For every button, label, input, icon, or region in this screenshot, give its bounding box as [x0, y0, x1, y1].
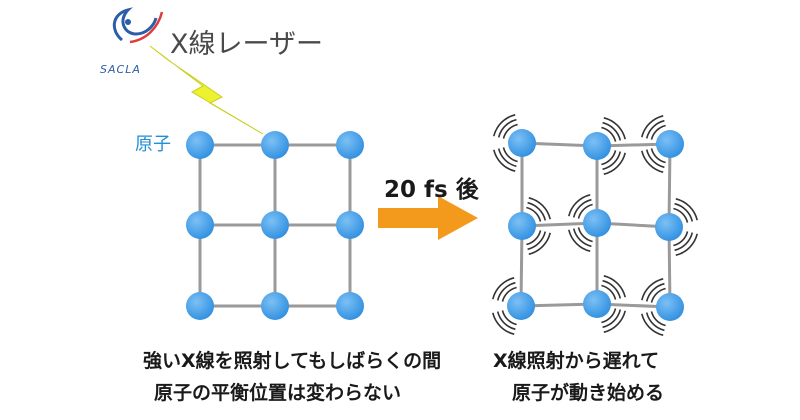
vibration-arc: [645, 282, 665, 302]
left-atom-8: [261, 292, 289, 320]
vibration-arc: [601, 284, 617, 300]
vibration-arc: [602, 151, 622, 171]
vibration-arc: [645, 149, 665, 169]
vibration-arc: [492, 277, 515, 300]
vibration-arc: [603, 275, 626, 298]
left-atom-5: [261, 211, 289, 239]
caption-right-line2: 原子が動き始める: [512, 382, 665, 404]
vibration-arc: [650, 124, 666, 140]
vibration-arc: [502, 123, 518, 139]
vibration-arc: [497, 118, 517, 138]
vibration-arc: [673, 231, 689, 247]
right-atom-2: [583, 132, 611, 160]
vibration-arc: [641, 278, 664, 301]
vibration-arc: [602, 279, 622, 299]
vibration-arc: [673, 207, 689, 223]
left-atom-9: [336, 292, 364, 320]
vibration-arc: [645, 312, 665, 332]
vibration-arc: [645, 119, 665, 139]
vibration-arc: [527, 231, 547, 251]
right-atom-1: [508, 129, 536, 157]
laser-label: X線レーザー: [170, 29, 323, 60]
right-atom-6: [655, 213, 683, 241]
vibration-arc: [493, 114, 516, 137]
sacla-logo-icon: [112, 7, 164, 44]
vibration-arc: [601, 126, 617, 142]
vibration-arc: [603, 152, 626, 175]
right-atom-9: [656, 293, 684, 321]
vibration-arc: [650, 311, 666, 327]
vibration-arc: [568, 194, 591, 217]
left-atom-7: [186, 292, 214, 320]
right-arrow-icon: [378, 196, 478, 240]
lightning-bolt-icon: [149, 45, 264, 135]
right-atom-8: [583, 290, 611, 318]
left-atoms: [186, 131, 364, 320]
vibration-arc: [577, 227, 593, 243]
vibration-arc: [641, 150, 664, 173]
vibration-arc: [601, 308, 617, 324]
vibration-arc: [602, 309, 622, 329]
vibration-arc: [650, 148, 666, 164]
vibration-arc: [674, 202, 694, 222]
time-label: 20 fs 後: [384, 177, 479, 203]
caption-right-line1: X線照射から遅れて: [493, 350, 660, 372]
vibration-arc: [527, 201, 547, 221]
vibration-arc: [675, 233, 698, 256]
vibration-arc: [674, 232, 694, 252]
caption-left-line1: 強いX線を照射してもしばらくの間: [143, 350, 442, 372]
vibration-arc: [526, 206, 542, 222]
vibration-arc: [572, 198, 592, 218]
vibration-arc: [650, 287, 666, 303]
vibration-arc: [501, 286, 517, 302]
caption-left-line2: 原子の平衡位置は変わらない: [154, 382, 402, 404]
vibration-arc: [603, 310, 626, 333]
vibration-arc: [492, 312, 515, 335]
left-atom-6: [336, 211, 364, 239]
vibration-arc: [572, 228, 592, 248]
left-atom-4: [186, 211, 214, 239]
vibration-arc: [528, 197, 551, 220]
right-atoms: [507, 129, 684, 321]
vibration-arc: [675, 198, 698, 221]
vibration-arc: [526, 230, 542, 246]
left-atom-1: [186, 131, 214, 159]
vibration-arc: [502, 147, 518, 163]
left-atom-3: [336, 131, 364, 159]
vibration-arc: [602, 121, 622, 141]
vibration-arc: [496, 311, 516, 331]
vibration-arc: [641, 313, 664, 336]
right-atom-5: [583, 209, 611, 237]
vibration-arc: [568, 229, 591, 252]
right-atom-3: [656, 130, 684, 158]
vibration-arc: [577, 203, 593, 219]
vibration-arc: [497, 148, 517, 168]
atom-label: 原子: [135, 134, 171, 155]
vibration-arc: [496, 281, 516, 301]
right-atom-7: [507, 292, 535, 320]
right-atom-4: [508, 212, 536, 240]
vibration-arc: [493, 149, 516, 172]
vibration-arc: [603, 117, 626, 140]
vibration-marks-icon: [492, 114, 698, 336]
vibration-arc: [601, 150, 617, 166]
vibration-arc: [641, 115, 664, 138]
logo-text: SACLA: [100, 63, 141, 76]
left-atom-2: [261, 131, 289, 159]
vibration-arc: [528, 232, 551, 255]
vibration-arc: [501, 310, 517, 326]
